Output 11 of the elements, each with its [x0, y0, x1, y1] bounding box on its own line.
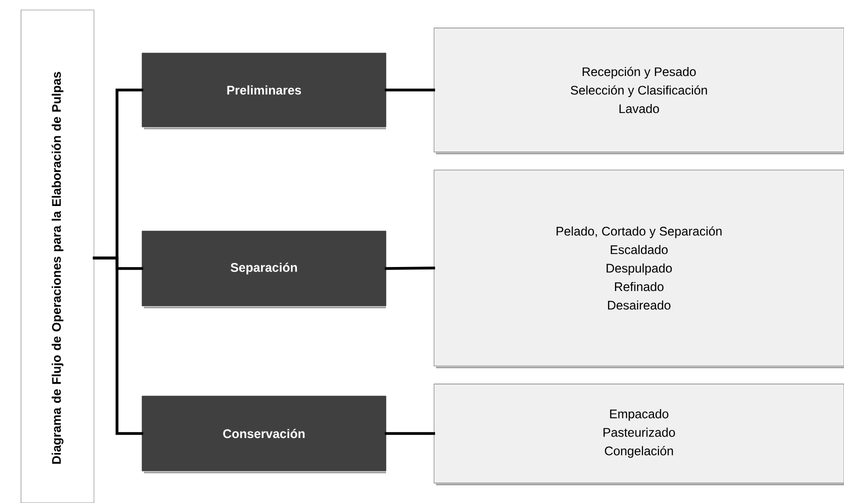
stage-box: Preliminares	[142, 52, 386, 130]
operations-box: Pelado, Cortado y Separación Escaldado Despulpado Refinado Desaireado	[434, 170, 844, 368]
connector-line	[384, 432, 436, 435]
connector-line	[384, 88, 436, 92]
operations-box: Empacado Pasteurizado Congelación	[434, 384, 844, 486]
stage-box: Conservación	[142, 396, 386, 474]
operations-box: Recepción y Pesado Selección y Clasificación Lavado	[434, 28, 844, 154]
connector-line	[92, 256, 144, 435]
stage-box: Separación	[142, 230, 386, 308]
title-box: Diagrama de Flujo de Operaciones para la Elaboración de Pulpas	[20, 10, 94, 503]
connector-line	[384, 266, 436, 270]
